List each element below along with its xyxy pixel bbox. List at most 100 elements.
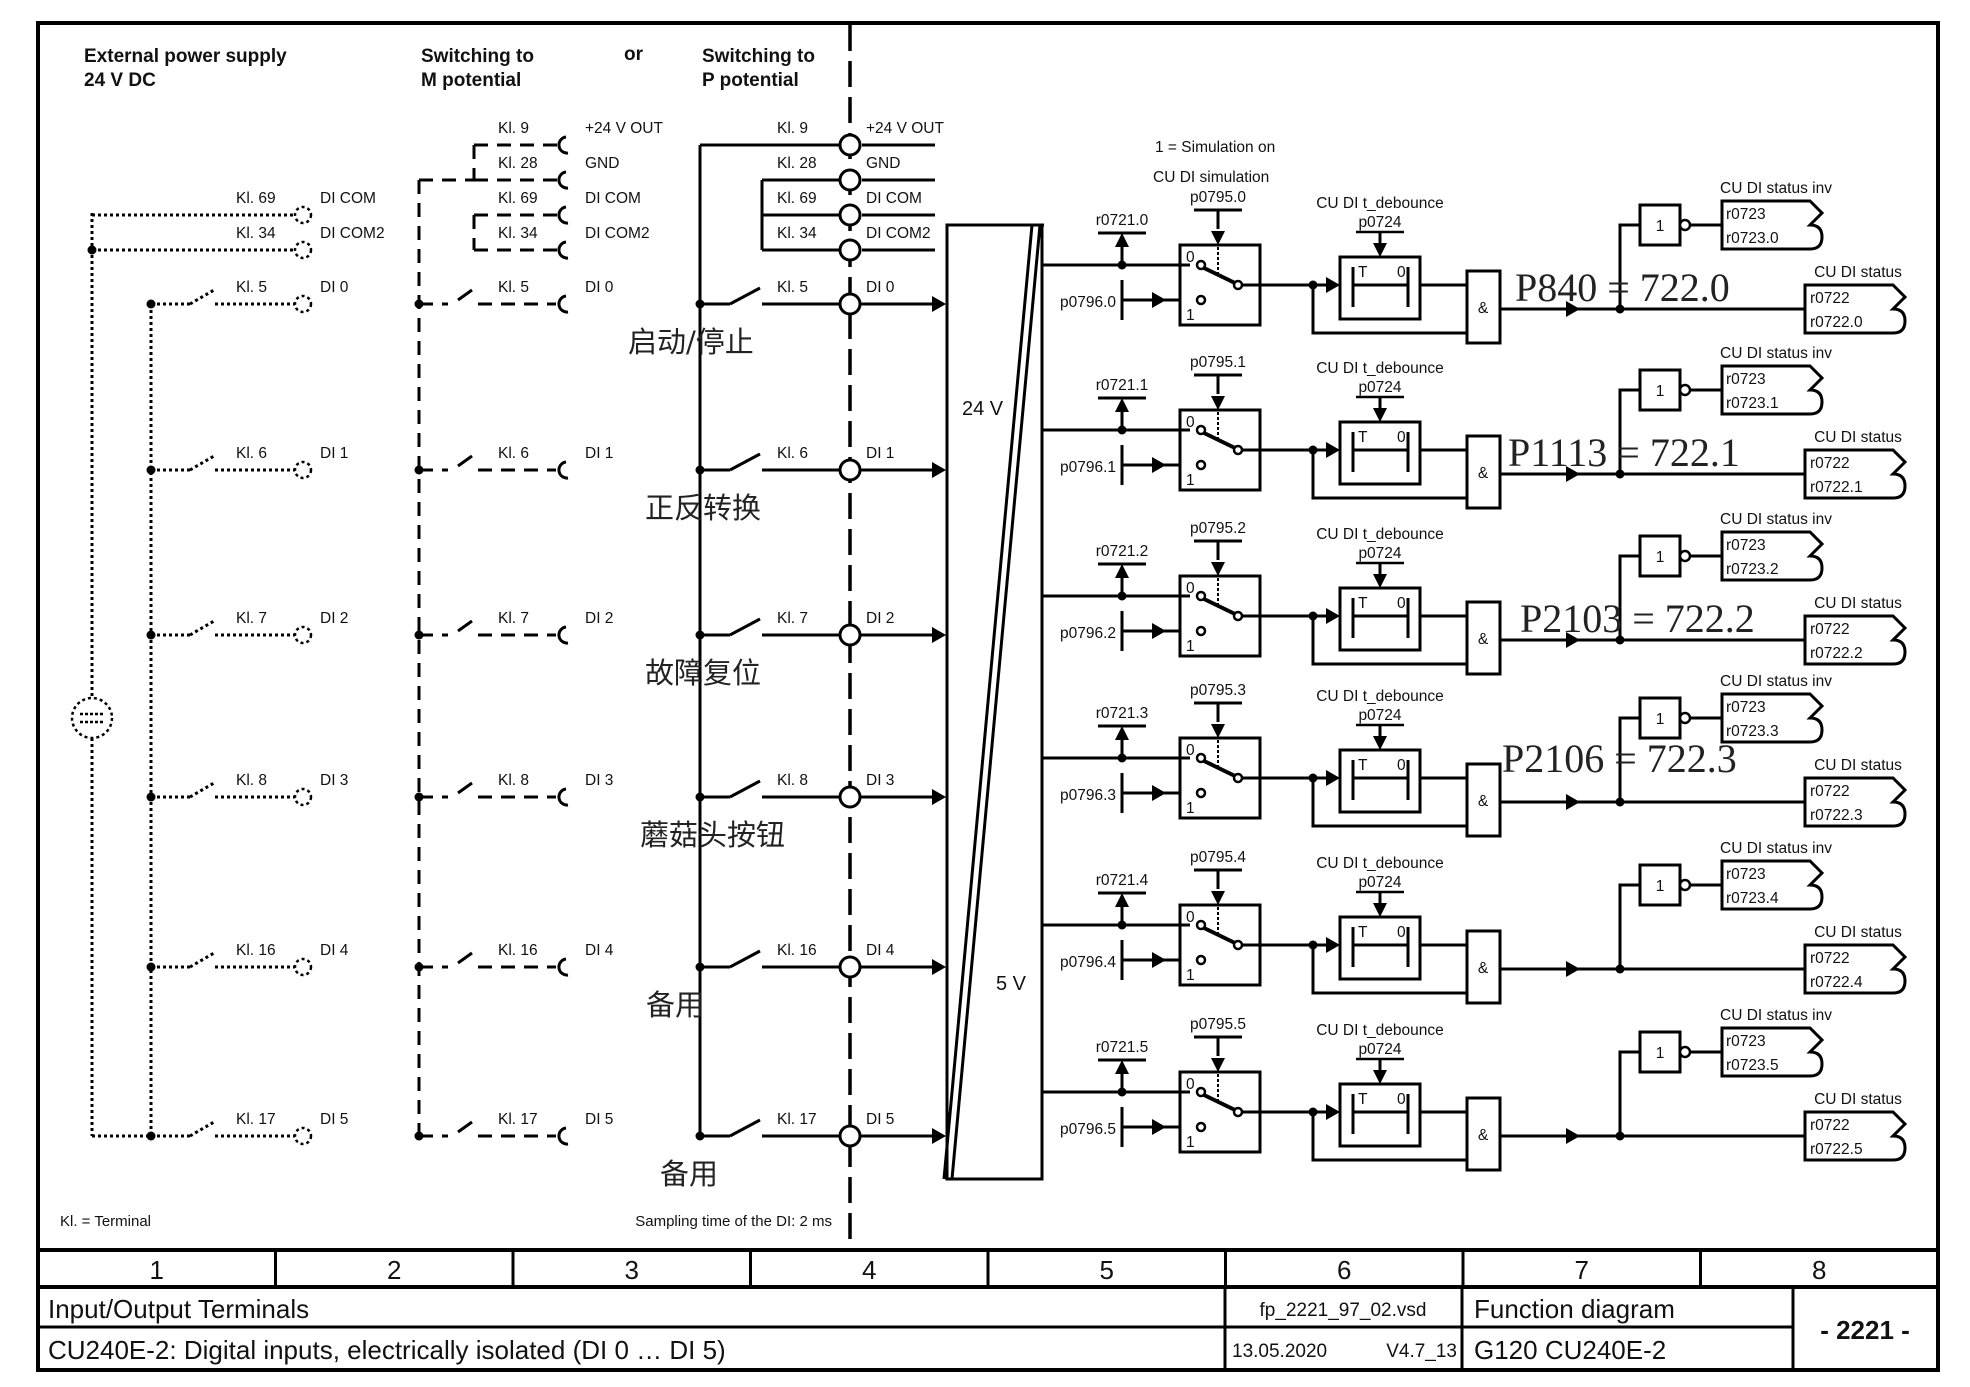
arrow-right-icon bbox=[1326, 608, 1340, 624]
terminal-number: Kl. 34 bbox=[777, 225, 817, 242]
parameter-mapping: P2106 = 722.3 bbox=[1502, 736, 1737, 781]
switch-contact-icon bbox=[189, 288, 215, 306]
terminal-name: DI COM2 bbox=[866, 225, 931, 242]
switch-pin bbox=[1195, 294, 1207, 306]
timer-t-label: T bbox=[1358, 757, 1368, 774]
and-gate-label: & bbox=[1478, 300, 1489, 317]
switch-contact-icon bbox=[457, 951, 473, 965]
and-gate bbox=[1465, 1096, 1502, 1172]
terminal-name: DI COM2 bbox=[320, 225, 385, 242]
terminal-name: DI 3 bbox=[320, 772, 348, 789]
column-number: 7 bbox=[1575, 1255, 1589, 1285]
terminal-icon bbox=[557, 240, 569, 260]
arrow-down-icon bbox=[1211, 724, 1225, 738]
heading-external-supply-1: External power supply bbox=[84, 46, 287, 67]
status-inv-connector bbox=[1720, 199, 1825, 251]
column-number: 3 bbox=[625, 1255, 639, 1285]
status-label: CU DI status bbox=[1814, 595, 1902, 612]
status-inv-label: CU DI status inv bbox=[1720, 511, 1832, 528]
column-number: 8 bbox=[1812, 1255, 1826, 1285]
arrow-right-icon bbox=[932, 462, 946, 478]
r0721-label: r0721.2 bbox=[1096, 543, 1149, 560]
bypass-wire bbox=[1311, 945, 1467, 995]
arrow-right-icon bbox=[1326, 277, 1340, 293]
timer-t-label: T bbox=[1358, 1091, 1368, 1108]
terminal-icon bbox=[838, 1124, 862, 1148]
switch-pin bbox=[1195, 424, 1207, 436]
r0721-label: r0721.4 bbox=[1096, 872, 1149, 889]
status-inv-connector bbox=[1720, 364, 1825, 416]
r0721-label: r0721.5 bbox=[1096, 1039, 1149, 1056]
switch-label-1: 1 bbox=[1186, 967, 1195, 984]
status-inv-label: CU DI status inv bbox=[1720, 1007, 1832, 1024]
terminal-number: Kl. 5 bbox=[498, 279, 529, 296]
terminal-number: Kl. 8 bbox=[777, 772, 808, 789]
terminal-icon bbox=[293, 787, 313, 807]
p0796-label: p0796.3 bbox=[1060, 787, 1116, 804]
status-inv-label: CU DI status inv bbox=[1720, 345, 1832, 362]
terminal-icon bbox=[838, 203, 862, 227]
terminal-number: Kl. 6 bbox=[777, 445, 808, 462]
file-name: fp_2221_97_02.vsd bbox=[1260, 1300, 1427, 1321]
switch-lever-icon bbox=[1203, 926, 1236, 945]
terminal-number: Kl. 34 bbox=[498, 225, 538, 242]
status-label: CU DI status bbox=[1814, 264, 1902, 281]
switch-label-0: 0 bbox=[1186, 249, 1195, 266]
dc-source-icon bbox=[70, 696, 114, 740]
terminal-icon bbox=[557, 460, 569, 480]
terminal-number: Kl. 8 bbox=[236, 772, 267, 789]
switch-contact-icon bbox=[189, 454, 215, 472]
status-inv-connector bbox=[1720, 530, 1825, 582]
terminal-name: DI 0 bbox=[866, 279, 895, 296]
version: V4.7_13 bbox=[1386, 1341, 1457, 1362]
arrow-right-icon bbox=[1566, 632, 1580, 648]
arrow-right-icon bbox=[1152, 292, 1166, 308]
terminal-number: Kl. 69 bbox=[498, 190, 538, 207]
arrow-right-icon bbox=[932, 789, 946, 805]
terminal-icon bbox=[557, 957, 569, 977]
terminal-name: +24 V OUT bbox=[866, 120, 944, 137]
doc-type: Function diagram bbox=[1474, 1294, 1675, 1324]
status-inv-param: r0723 bbox=[1726, 1033, 1766, 1050]
timer-0-label: 0 bbox=[1397, 429, 1406, 446]
status-connector bbox=[1803, 448, 1908, 500]
switch-contact-icon bbox=[457, 1120, 473, 1134]
status-bit: r0722.4 bbox=[1810, 974, 1863, 991]
status-bit: r0722.1 bbox=[1810, 479, 1863, 496]
debounce-param-label: p0724 bbox=[1358, 214, 1401, 231]
arrow-right-icon bbox=[1152, 952, 1166, 968]
inv-branch-wire bbox=[1618, 554, 1640, 640]
arrow-down-icon bbox=[1211, 1058, 1225, 1072]
timer-0-label: 0 bbox=[1397, 757, 1406, 774]
status-connector bbox=[1803, 283, 1908, 335]
terminal-icon bbox=[557, 294, 569, 314]
arrow-up-icon bbox=[1115, 398, 1129, 412]
terminal-number: Kl. 34 bbox=[236, 225, 276, 242]
bypass-wire bbox=[1311, 1112, 1467, 1162]
status-inv-param: r0723 bbox=[1726, 866, 1766, 883]
level-shifter: 24 V 5 V bbox=[942, 223, 1044, 1181]
arrow-right-icon bbox=[1326, 937, 1340, 953]
debounce-label: CU DI t_debounce bbox=[1316, 526, 1444, 543]
inverter-bubble bbox=[1678, 878, 1692, 892]
switch-contact-icon bbox=[189, 619, 215, 637]
arrow-down-icon bbox=[1373, 903, 1387, 917]
arrow-up-icon bbox=[1115, 1060, 1129, 1074]
bypass-wire bbox=[1311, 778, 1467, 828]
switch-contact-icon bbox=[457, 288, 473, 302]
terminal-name: DI 4 bbox=[320, 942, 349, 959]
terminal-icon bbox=[293, 625, 313, 645]
status-inv-param: r0723 bbox=[1726, 371, 1766, 388]
status-inv-param: r0723 bbox=[1726, 537, 1766, 554]
not-gate-label: 1 bbox=[1656, 549, 1665, 566]
status-param: r0722 bbox=[1810, 290, 1850, 307]
switch-contact-icon bbox=[729, 452, 761, 472]
switch-contact-icon bbox=[729, 617, 761, 637]
p0796-label: p0796.4 bbox=[1060, 954, 1116, 971]
terminal-icon bbox=[293, 957, 313, 977]
r0721-label: r0721.3 bbox=[1096, 705, 1149, 722]
switch-label-0: 0 bbox=[1186, 909, 1195, 926]
status-param: r0722 bbox=[1810, 621, 1850, 638]
